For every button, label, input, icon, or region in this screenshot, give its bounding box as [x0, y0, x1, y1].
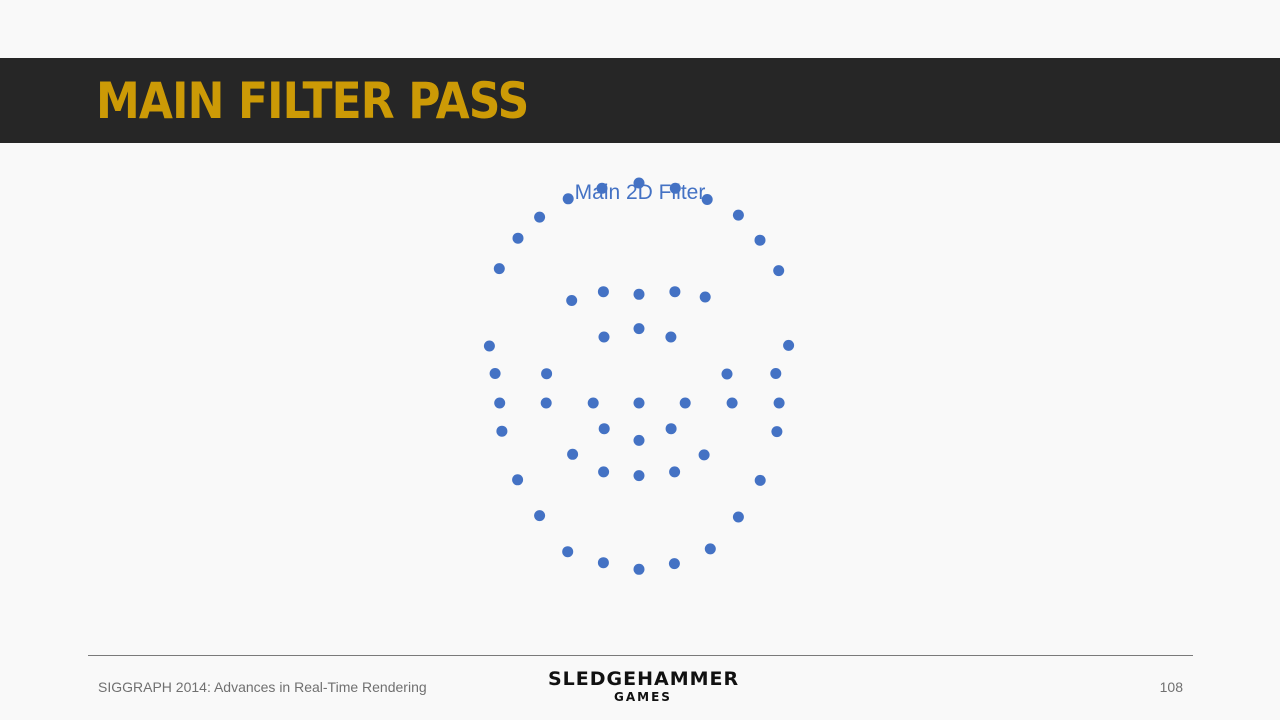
filter-sample-dot	[633, 434, 645, 446]
filter-sample-dot	[679, 397, 691, 409]
filter-sample-dot	[567, 448, 579, 460]
filter-sample-dot	[704, 543, 716, 555]
filter-sample-dot	[597, 286, 609, 298]
filter-sample-dot	[770, 368, 782, 379]
sledgehammer-games-logo: SLEDGEHAMMER GAMES	[548, 668, 738, 704]
filter-sample-dot	[633, 397, 645, 409]
filter-sample-dot	[633, 288, 645, 300]
filter-sample-dot	[562, 193, 574, 205]
filter-sample-dot	[598, 466, 610, 478]
filter-sample-dot	[771, 426, 783, 438]
filter-sample-dot	[665, 423, 677, 435]
filter-sample-dot	[732, 209, 744, 221]
filter-sample-dot	[633, 470, 645, 482]
filter-sample-dot	[732, 511, 744, 523]
logo-sub-text: GAMES	[614, 690, 672, 704]
filter-sample-dot	[512, 232, 524, 244]
logo-main-text: SLEDGEHAMMER	[548, 668, 740, 690]
filter-sample-dot	[512, 474, 524, 486]
slide-title: MAIN FILTER PASS	[96, 72, 529, 130]
filter-sample-dot	[596, 182, 608, 194]
filter-sample-dot	[773, 265, 785, 277]
conference-label: SIGGRAPH 2014: Advances in Real-Time Ren…	[98, 679, 427, 695]
filter-sample-dot	[754, 474, 766, 486]
filter-sample-dot	[726, 397, 738, 409]
filter-sample-dot	[494, 397, 506, 409]
filter-sample-dot	[489, 368, 501, 379]
filter-sample-dot	[721, 368, 733, 380]
filter-sample-dot	[598, 331, 610, 343]
filter-sample-dot	[701, 194, 713, 205]
footer-divider	[88, 655, 1193, 656]
title-bar: MAIN FILTER PASS	[0, 58, 1280, 143]
filter-sample-dot	[633, 323, 645, 335]
filter-sample-dot	[540, 397, 552, 409]
filter-sample-dot	[698, 449, 710, 461]
filter-sample-dot	[483, 340, 495, 352]
filter-sample-dot	[754, 234, 766, 246]
filter-sample-dot	[587, 397, 599, 409]
filter-sample-dot	[541, 368, 553, 380]
filter-sample-dot	[534, 211, 546, 223]
page-number: 108	[1159, 679, 1183, 695]
filter-sample-dot	[669, 286, 681, 298]
filter-sample-dot	[534, 510, 546, 522]
filter-sample-dot	[496, 425, 508, 437]
filter-sample-dot	[566, 295, 578, 306]
filter-sample-dot	[562, 546, 574, 558]
filter-sample-dot	[597, 557, 609, 569]
filter-sample-dot	[783, 339, 795, 351]
filter-sample-dot	[493, 263, 505, 275]
filter-sample-dot	[633, 563, 645, 575]
filter-sample-dot	[598, 423, 610, 435]
filter-sample-dot	[669, 466, 681, 478]
filter-sample-dot	[669, 182, 681, 194]
filter-sample-dot	[633, 177, 645, 189]
filter-sample-dot	[665, 331, 677, 343]
filter-sample-dot	[699, 291, 711, 303]
filter-sample-dot	[668, 558, 680, 570]
filter-sample-dot	[773, 397, 785, 409]
